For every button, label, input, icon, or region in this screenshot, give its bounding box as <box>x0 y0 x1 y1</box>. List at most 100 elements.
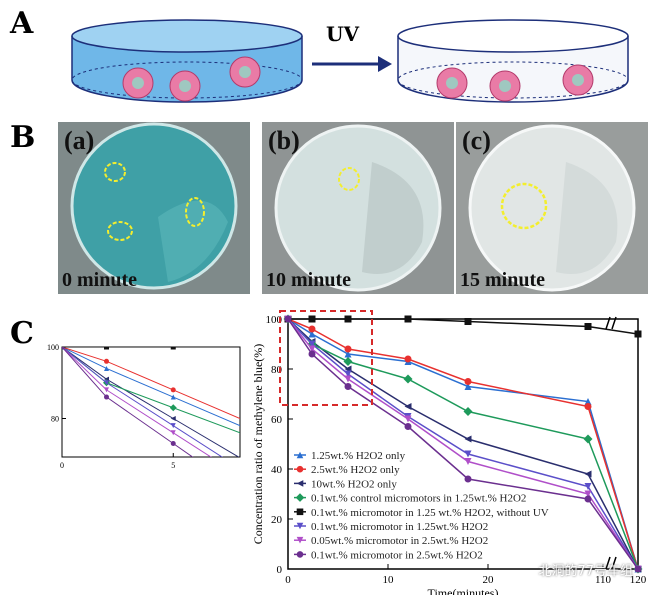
data-point <box>343 357 353 366</box>
x-tick-label: 120 <box>630 574 647 586</box>
data-point <box>584 495 592 503</box>
data-point <box>170 387 176 393</box>
data-point <box>404 403 412 410</box>
data-point <box>464 458 472 465</box>
data-point <box>634 565 642 573</box>
inset-x-tick-label: 0 <box>60 461 64 470</box>
photo-tag: (b) <box>268 126 300 155</box>
data-point <box>104 358 109 364</box>
legend-label: 0.1wt.% control micromotors in 1.25wt.% … <box>311 493 526 505</box>
data-point <box>104 380 109 386</box>
data-point <box>170 416 176 421</box>
y-tick-label: 80 <box>271 364 283 376</box>
legend-label: 0.1wt.% micromotor in 1.25wt.% H2O2 <box>311 521 488 533</box>
axis-break <box>611 316 617 330</box>
axis-break <box>605 316 611 330</box>
photo-time: 10 minute <box>266 269 351 291</box>
legend-label: 0.1wt.% micromotor in 2.5wt.% H2O2 <box>311 549 483 561</box>
data-point <box>584 403 592 410</box>
microspheres-left <box>122 56 261 102</box>
data-point <box>62 347 65 350</box>
inset-series-line <box>62 347 240 457</box>
y-tick-label: 60 <box>271 414 283 426</box>
data-point <box>296 551 304 558</box>
legend-label: 1.25wt.% H2O2 only <box>311 450 406 462</box>
photo-time: 15 minute <box>460 269 545 291</box>
data-point <box>404 355 412 363</box>
data-point <box>308 350 316 358</box>
panel-label-b: B <box>10 120 36 155</box>
x-tick-label: 110 <box>595 574 612 586</box>
data-point <box>170 347 176 350</box>
inset-x-tick-label: 5 <box>171 461 175 470</box>
y-tick-label: 40 <box>271 464 283 476</box>
data-point <box>344 345 352 353</box>
data-point <box>584 483 592 490</box>
data-point <box>296 536 304 544</box>
data-point <box>584 323 592 330</box>
data-point <box>344 375 352 383</box>
data-point <box>296 480 304 487</box>
panel-label-c: C <box>10 316 34 351</box>
data-point <box>584 490 592 498</box>
data-point <box>463 407 473 416</box>
data-point <box>308 315 316 323</box>
data-point <box>295 493 305 502</box>
microspheres-right <box>436 64 594 102</box>
data-point <box>344 383 352 390</box>
data-point <box>296 508 304 516</box>
y-tick-label: 20 <box>271 514 283 526</box>
photo-0-minute: (a) 0 minute <box>58 122 250 294</box>
data-point <box>308 325 316 333</box>
data-point <box>104 347 109 350</box>
inset-series <box>62 347 240 457</box>
panel-a-illustration <box>71 19 629 103</box>
y-axis-label: Concentration ratio of methylene blue(%) <box>251 344 265 545</box>
data-point <box>308 345 316 353</box>
data-point <box>296 522 304 530</box>
data-point <box>464 450 472 458</box>
data-point <box>296 465 304 473</box>
data-point <box>296 451 304 459</box>
data-point <box>404 423 412 430</box>
photo-15-minute: (c) 15 minute <box>456 122 648 294</box>
inset-series-line <box>62 347 240 427</box>
data-point <box>584 398 592 405</box>
uv-label: UV <box>326 22 359 46</box>
x-tick-label: 20 <box>483 574 495 586</box>
plot-frame <box>287 318 639 570</box>
inset-y-tick-label: 100 <box>47 343 59 352</box>
data-point <box>584 470 592 478</box>
data-point <box>170 441 176 447</box>
data-point <box>464 378 472 385</box>
inset-series-line <box>62 347 212 457</box>
data-point <box>169 404 177 412</box>
legend-label: 10wt.% H2O2 only <box>311 478 397 490</box>
y-tick-label: 0 <box>277 564 283 576</box>
data-point <box>344 370 352 378</box>
inset-series-line <box>62 347 240 419</box>
photo-time: 0 minute <box>62 269 137 291</box>
axis-break <box>605 556 611 570</box>
axis-break <box>611 556 617 570</box>
data-point <box>344 315 352 323</box>
data-point <box>170 423 176 429</box>
data-point <box>403 374 413 384</box>
panel-label-a: A <box>10 6 34 41</box>
data-point <box>104 365 109 371</box>
data-point <box>464 475 472 483</box>
data-point <box>104 387 109 393</box>
data-point <box>308 330 316 338</box>
x-tick-label: 10 <box>382 574 394 586</box>
data-point <box>404 415 412 423</box>
photo-10-minute: (b) 10 minute <box>262 122 454 294</box>
x-tick-label: 0 <box>285 574 291 586</box>
inset-series-line <box>62 347 194 457</box>
data-point <box>583 434 593 444</box>
data-point <box>344 350 352 358</box>
watermark: 北洞的77号车组 <box>538 564 633 579</box>
legend-label: 0.05wt.% micromotor in 2.5wt.% H2O2 <box>311 535 488 547</box>
data-point <box>404 315 412 323</box>
